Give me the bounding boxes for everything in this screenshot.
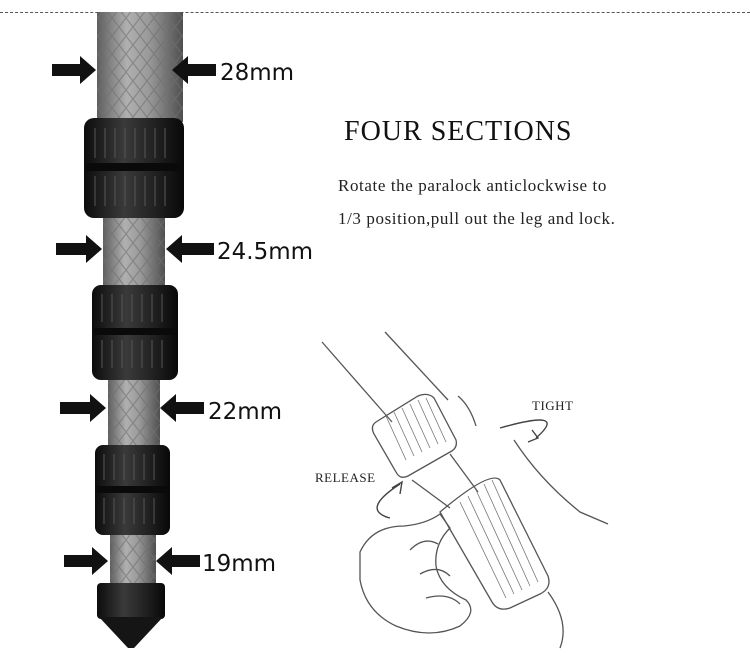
top-dashed-border <box>0 12 750 13</box>
measurement-28mm: 28mm <box>220 60 295 86</box>
measurement-24-5mm: 24.5mm <box>217 239 314 265</box>
description-line-2: 1/3 position,pull out the leg and lock. <box>338 209 616 228</box>
page-title: FOUR SECTIONS <box>344 116 573 147</box>
rubber-foot <box>97 583 165 648</box>
tube-section-4 <box>110 530 156 585</box>
description-line-1: Rotate the paralock anticlockwise to <box>338 176 607 195</box>
tripod-leg-graphic <box>52 12 216 648</box>
leg-lock-1 <box>84 118 184 218</box>
measurement-22mm: 22mm <box>208 399 283 425</box>
release-label: RELEASE <box>315 470 376 485</box>
tube-section-3 <box>108 378 160 448</box>
tight-label: TIGHT <box>532 398 574 413</box>
leg-lock-2 <box>92 285 178 380</box>
arrow-24-5mm <box>56 235 214 263</box>
tube-section-1 <box>97 12 183 122</box>
arrow-22mm <box>60 394 204 422</box>
measurement-19mm: 19mm <box>202 551 277 577</box>
arrow-19mm <box>64 547 200 575</box>
tube-section-2 <box>103 215 165 290</box>
arrow-28mm <box>52 56 216 84</box>
hand-twist-illustration <box>321 331 609 649</box>
leg-lock-3 <box>95 445 170 535</box>
